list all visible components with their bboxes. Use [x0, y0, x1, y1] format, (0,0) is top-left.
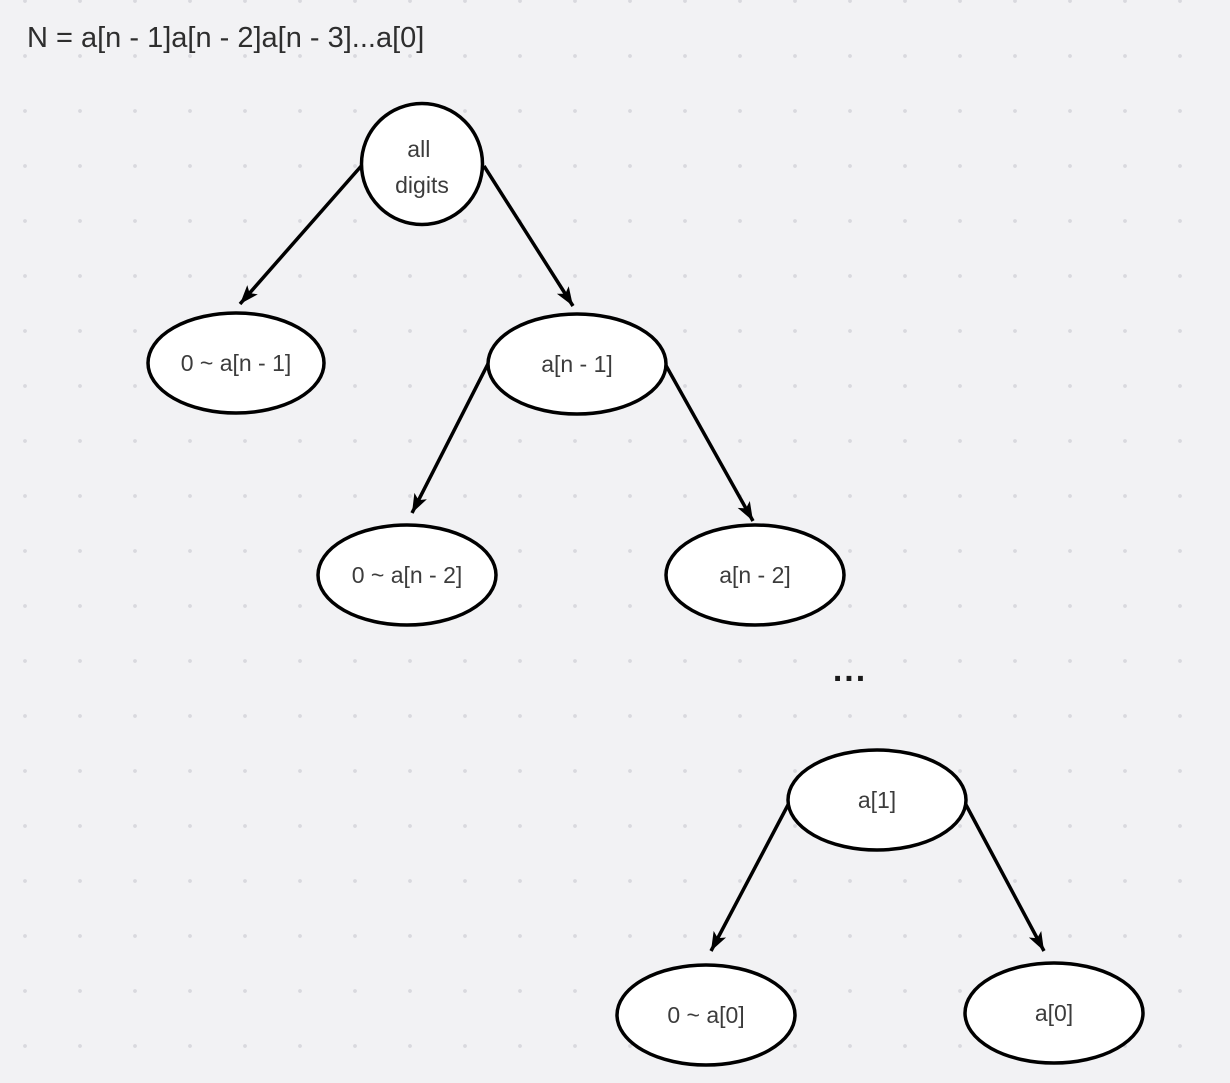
node-fixed-n2-label: a[n - 2]	[719, 562, 791, 588]
node-fixed-n1: a[n - 1]	[486, 312, 668, 416]
formula-title: N = a[n - 1]a[n - 2]a[n - 3]...a[0]	[27, 22, 425, 54]
edge-root-to-range-n1	[238, 162, 365, 306]
node-root: all digits	[359, 101, 485, 227]
node-fixed-n2-shape	[664, 523, 846, 627]
tree-ellipsis: ...	[833, 651, 867, 689]
edge-fixed-n1-to-fixed-n2	[662, 361, 755, 522]
edge-fixed-1-to-range-0	[709, 802, 791, 952]
node-fixed-1-shape	[786, 748, 968, 852]
edge-fixed-1-to-fixed-0	[963, 802, 1046, 952]
node-fixed-n2: a[n - 2]	[664, 523, 846, 627]
node-fixed-n1-label: a[n - 1]	[541, 351, 613, 377]
edge-root-to-fixed-n1	[482, 165, 575, 307]
node-root-shape	[359, 101, 485, 227]
node-fixed-n1-shape	[486, 312, 668, 416]
node-fixed-1-label: a[1]	[858, 787, 896, 813]
node-fixed-1: a[1]	[786, 748, 968, 852]
node-range-0: 0 ~ a[0]	[615, 963, 797, 1067]
node-fixed-0-label: a[0]	[1035, 1000, 1073, 1026]
node-range-n2-label: 0 ~ a[n - 2]	[352, 562, 463, 588]
node-range-n1-label: 0 ~ a[n - 1]	[181, 350, 292, 376]
node-fixed-0-shape	[963, 961, 1145, 1065]
edge-fixed-n1-to-range-n2	[410, 353, 495, 514]
node-range-n2: 0 ~ a[n - 2]	[316, 523, 498, 627]
node-range-n2-shape	[316, 523, 498, 627]
node-fixed-0: a[0]	[963, 961, 1145, 1065]
node-range-n1: 0 ~ a[n - 1]	[146, 311, 326, 415]
node-range-0-shape	[615, 963, 797, 1067]
node-range-n1-shape	[146, 311, 326, 415]
node-range-0-label: 0 ~ a[0]	[667, 1002, 744, 1028]
node-root-label: all digits	[395, 136, 449, 198]
